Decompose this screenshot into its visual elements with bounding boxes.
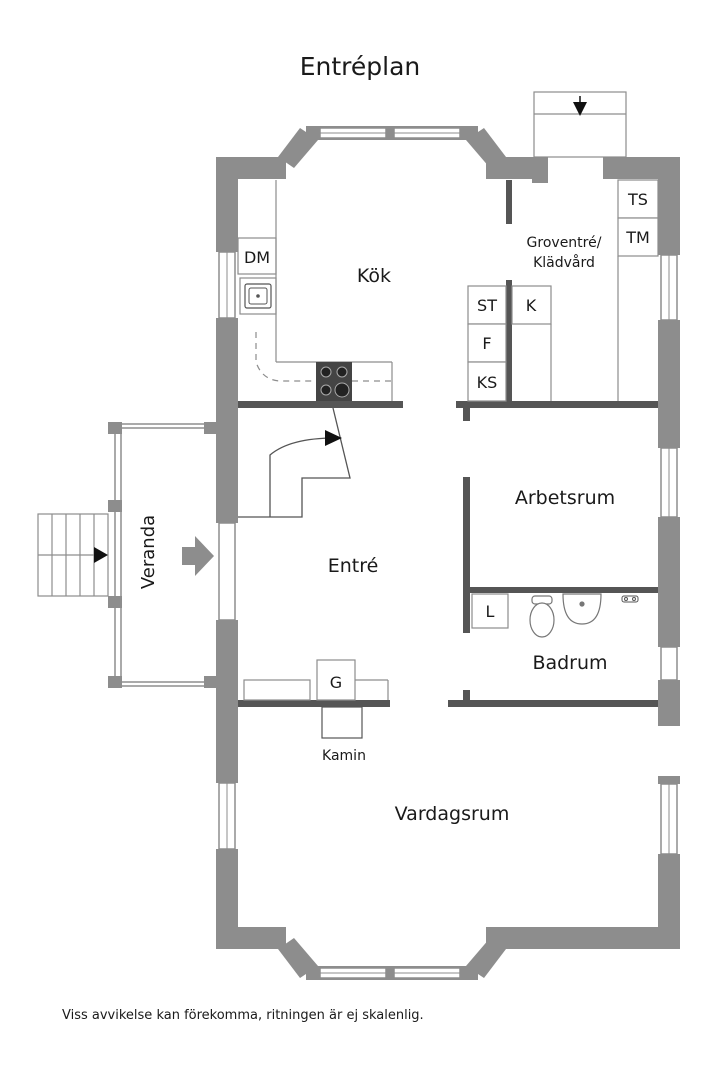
kitchen-counters [237, 180, 393, 401]
counter-dashed-line [255, 332, 392, 382]
stove-icon [316, 362, 352, 401]
rear-step-arrow-icon [573, 102, 587, 116]
fixture-label-g: G [330, 673, 342, 692]
fixture-label-tm: TM [625, 228, 650, 247]
groventre-cabinets [617, 179, 659, 401]
sink-icon [244, 283, 272, 309]
room-label-kok: Kök [357, 265, 391, 287]
room-label-kladvard: Klädvård [533, 254, 595, 271]
entre-cabinets [243, 659, 389, 701]
appliance-column [467, 285, 552, 402]
interior-walls [238, 180, 658, 707]
fixture-label-ts: TS [627, 190, 648, 209]
fixture-label-dm: DM [244, 248, 270, 267]
fixture-label-st: ST [477, 296, 497, 315]
room-label-veranda: Veranda [138, 515, 159, 589]
windows [218, 127, 678, 979]
bathroom-fixtures [471, 593, 509, 629]
fixture-label-k: K [526, 296, 537, 315]
room-label-arbetsrum: Arbetsrum [515, 487, 615, 509]
room-label-vardagsrum: Vardagsrum [395, 803, 510, 825]
fixture-label-ks: KS [477, 373, 498, 392]
page-title: Entréplan [299, 52, 421, 81]
washbasin-icon [562, 593, 602, 625]
room-label-kamin: Kamin [322, 748, 366, 764]
disclaimer-text: Viss avvikelse kan förekomma, ritningen … [62, 1008, 424, 1023]
stair-arrow-icon [94, 547, 108, 563]
stair-direction-arrow-icon [325, 430, 342, 446]
window-lines [226, 132, 670, 974]
veranda [114, 423, 204, 687]
entre-stairs [238, 407, 351, 518]
toilet-icon [529, 595, 555, 638]
entry-arrow-icon [182, 536, 214, 576]
fixture-label-l: L [486, 602, 495, 621]
fireplace [321, 706, 363, 739]
room-label-entre: Entré [328, 555, 379, 577]
faucet-icon [621, 595, 639, 603]
room-label-groventre: Groventré/ [527, 235, 602, 251]
fixture-label-f: F [482, 334, 491, 353]
room-label-badrum: Badrum [532, 652, 607, 674]
